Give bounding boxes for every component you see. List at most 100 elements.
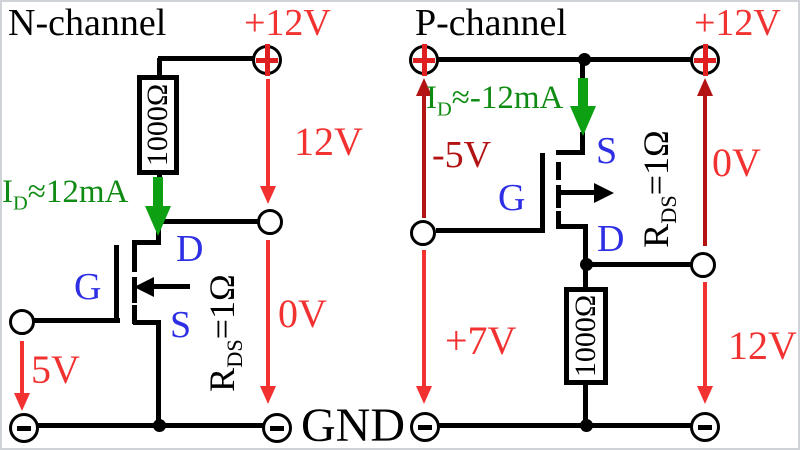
p-mosfet-channel-dash (556, 211, 561, 224)
p-mosfet-source-lead (580, 132, 585, 154)
n-gate-pin-label: G (74, 266, 102, 308)
p-v-gate-arrowhead-icon (416, 386, 432, 404)
p-channel-title: P-channel (415, 2, 567, 44)
current-symbol: I (426, 80, 437, 116)
n-wire-resistor-top (157, 58, 162, 77)
drain-current-arrowhead-icon (145, 206, 171, 236)
rds-value: =1Ω (202, 274, 242, 340)
n-v-gate-arrowhead-icon (14, 393, 30, 411)
minus-bar (418, 424, 432, 430)
n-output-node-icon (257, 209, 283, 235)
p-gate-pin-label: G (498, 177, 526, 219)
n-channel-title: N-channel (8, 2, 167, 44)
n-gate-terminal-icon (9, 309, 35, 335)
n-rds-label: RDS=1Ω (200, 258, 248, 408)
p-v-out-arrowhead-icon (697, 386, 713, 404)
p-supply-rail (437, 57, 692, 62)
p-v-gate-arrow-shaft (422, 250, 426, 386)
p-v-gate-supply-arrowhead-icon (416, 78, 432, 96)
n-mosfet-channel-dash (132, 240, 137, 272)
ground-terminal-icon (410, 412, 440, 442)
n-drain-pin-label: D (176, 228, 204, 270)
p-mosfet-channel-dash (556, 185, 561, 208)
supply-terminal-icon (252, 44, 282, 76)
p-mosfet-gate-line (540, 153, 545, 233)
n-mosfet-channel-dash (132, 305, 137, 324)
n-gate-wire (34, 318, 120, 323)
p-v-out-supply-arrow-shaft (703, 94, 707, 246)
n-v-supply-arrow-shaft (266, 79, 270, 187)
n-load-resistor: 1000Ω (137, 75, 179, 175)
p-mosfet-channel-dash (556, 162, 561, 180)
plus-horizontal-bar (694, 57, 716, 63)
current-value: ≈-12mA (451, 80, 564, 116)
p-mosfet-body-arrow-icon (594, 183, 614, 203)
p-drain-pin-label: D (597, 218, 625, 260)
p-ground-rail (437, 423, 691, 428)
p-wire-resistor-top (583, 264, 588, 289)
p-source-pin-label: S (596, 130, 618, 172)
p-v-out-arrow-shaft (703, 282, 707, 386)
minus-bar (698, 424, 712, 430)
n-v-out-label: 0V (278, 291, 327, 336)
p-drain-current-label: ID≈-12mA (426, 80, 564, 120)
p-v-out-label: 12V (728, 323, 797, 368)
n-junction-dot (153, 419, 166, 432)
p-mosfet-drain-jog (556, 224, 588, 229)
p-v-gate-supply-arrow-shaft (422, 94, 426, 218)
p-wire-resistor-bottom (583, 383, 588, 425)
n-v-gate-arrow-shaft (20, 341, 24, 394)
n-wire-supply (158, 56, 255, 61)
n-mosfet-body-line (152, 284, 190, 289)
p-v-gate-supply-label: -5V (432, 134, 492, 176)
p-supply-voltage-label: +12V (694, 2, 781, 44)
p-wire-output (586, 262, 692, 267)
n-v-supply-arrowhead-icon (260, 186, 276, 204)
n-mosfet-gate-line (114, 245, 119, 323)
p-resistor-value: 1000Ω (569, 294, 602, 378)
p-junction-dot (578, 53, 591, 66)
p-mosfet-body-line (560, 190, 598, 195)
n-drain-current-label: ID≈12mA (2, 174, 128, 214)
rds-symbol: R (202, 367, 242, 392)
drain-current-arrow-icon (578, 78, 588, 106)
current-subscript: D (13, 192, 28, 215)
minus-bar (17, 425, 31, 431)
plus-horizontal-bar (256, 57, 278, 63)
n-resistor-value: 1000Ω (141, 83, 174, 167)
ground-terminal-icon (9, 413, 39, 443)
n-mosfet-drain-jog (133, 240, 161, 245)
p-gate-wire (436, 228, 545, 233)
p-rds-label: RDS=1Ω (634, 114, 682, 264)
p-load-resistor: 1000Ω (564, 287, 608, 385)
n-mosfet-source-jog (133, 320, 161, 325)
current-subscript: D (437, 98, 452, 121)
rds-symbol: R (636, 223, 676, 248)
rds-value: =1Ω (636, 130, 676, 196)
p-output-node-icon (690, 252, 716, 278)
p-mosfet-source-jog (556, 150, 585, 155)
rds-subscript: DS (656, 195, 682, 224)
ground-label: GND (301, 399, 405, 450)
n-mosfet-source-lead (156, 322, 161, 426)
current-symbol: I (2, 174, 13, 210)
drain-current-arrowhead-icon (570, 106, 596, 136)
n-ground-rail (33, 423, 264, 428)
n-v-gate-label: 5V (31, 347, 80, 392)
n-supply-voltage-label: +12V (244, 2, 331, 44)
p-gate-terminal-icon (410, 220, 436, 246)
ground-terminal-icon (690, 412, 720, 442)
p-v-out-supply-arrowhead-icon (697, 78, 713, 96)
p-mosfet-drain-lead (583, 226, 588, 266)
supply-terminal-icon (409, 44, 439, 76)
minus-bar (270, 425, 284, 431)
p-junction-dot (580, 419, 593, 432)
p-wire-source-top (580, 60, 585, 82)
p-v-gate-label: +7V (445, 318, 517, 363)
plus-horizontal-bar (413, 57, 435, 63)
n-v-supply-label: 12V (294, 119, 363, 164)
p-junction-dot (580, 258, 593, 271)
rds-subscript: DS (222, 339, 248, 368)
n-v-out-arrow-shaft (266, 240, 270, 386)
